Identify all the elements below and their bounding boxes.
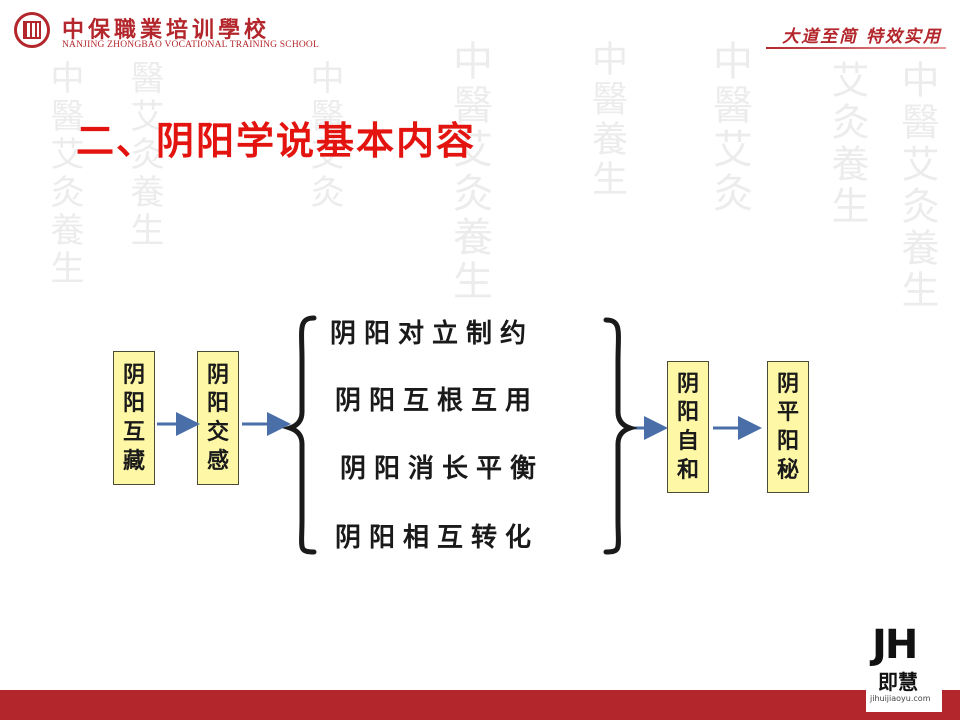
content-item: 阴阳消长平衡	[340, 454, 545, 484]
box-char: 阴	[676, 370, 699, 397]
concept-box-yin-yang-jiao-gan: 阴 阳 交 感	[197, 351, 239, 485]
watermark-texture: 中醫艾灸養生	[44, 60, 84, 288]
watermark-texture: 中醫養生	[586, 40, 627, 200]
watermark-texture: 中醫艾灸	[706, 40, 752, 216]
content-item: 阴阳相互转化	[335, 523, 540, 553]
box-char: 自	[676, 428, 699, 454]
jh-logo: JH 即慧 jihuijiaoyu.com	[866, 622, 942, 712]
box-char: 交	[206, 419, 229, 445]
content-item: 阴阳互根互用	[335, 386, 540, 416]
school-name-en: NANJING ZHONGBAO VOCATIONAL TRAINING SCH…	[62, 40, 320, 50]
watermark-texture: 醫艾灸養生	[124, 60, 164, 250]
footer-bar	[0, 690, 960, 720]
jh-logo-cn: 即慧	[878, 670, 918, 694]
concept-box-yin-ping-yang-mi: 阴 平 阳 秘	[767, 361, 809, 493]
watermark-texture: 中醫艾灸養生	[446, 40, 492, 304]
slogan: 大道至简 特效实用	[782, 27, 942, 47]
box-char: 平	[776, 399, 799, 426]
school-name-cn: 中保職業培训學校	[62, 17, 271, 43]
slide-header: 中保職業培训學校 NANJING ZHONGBAO VOCATIONAL TRA…	[0, 0, 960, 62]
watermark-texture: 中醫艾灸	[304, 60, 344, 212]
left-brace-icon	[282, 315, 317, 555]
box-char: 阳	[122, 390, 145, 417]
school-logo-icon	[14, 12, 50, 48]
box-char: 阴	[206, 361, 229, 388]
box-char: 秘	[776, 456, 799, 483]
jh-logo-url: jihuijiaoyu.com	[870, 694, 931, 703]
content-item: 阴阳对立制约	[330, 319, 535, 349]
box-char: 阴	[776, 370, 799, 397]
box-char: 藏	[122, 447, 145, 474]
slide-title: 二、阴阳学说基本内容	[76, 119, 477, 163]
right-brace-icon	[603, 317, 638, 555]
box-char: 阳	[776, 428, 799, 454]
box-char: 互	[122, 419, 145, 445]
concept-box-yin-yang-hu-cang: 阴 阳 互 藏	[113, 351, 155, 485]
box-char: 阳	[676, 399, 699, 426]
box-char: 和	[676, 456, 699, 483]
jh-logo-letters: JH	[872, 622, 918, 668]
watermark-texture: 艾灸養生	[825, 60, 869, 228]
box-char: 感	[206, 447, 229, 474]
slogan-underline	[766, 47, 946, 49]
box-char: 阴	[122, 361, 145, 388]
watermark-texture: 中醫艾灸養生	[895, 60, 939, 312]
concept-box-yin-yang-zi-he: 阴 阳 自 和	[667, 361, 709, 493]
box-char: 阳	[206, 390, 229, 417]
